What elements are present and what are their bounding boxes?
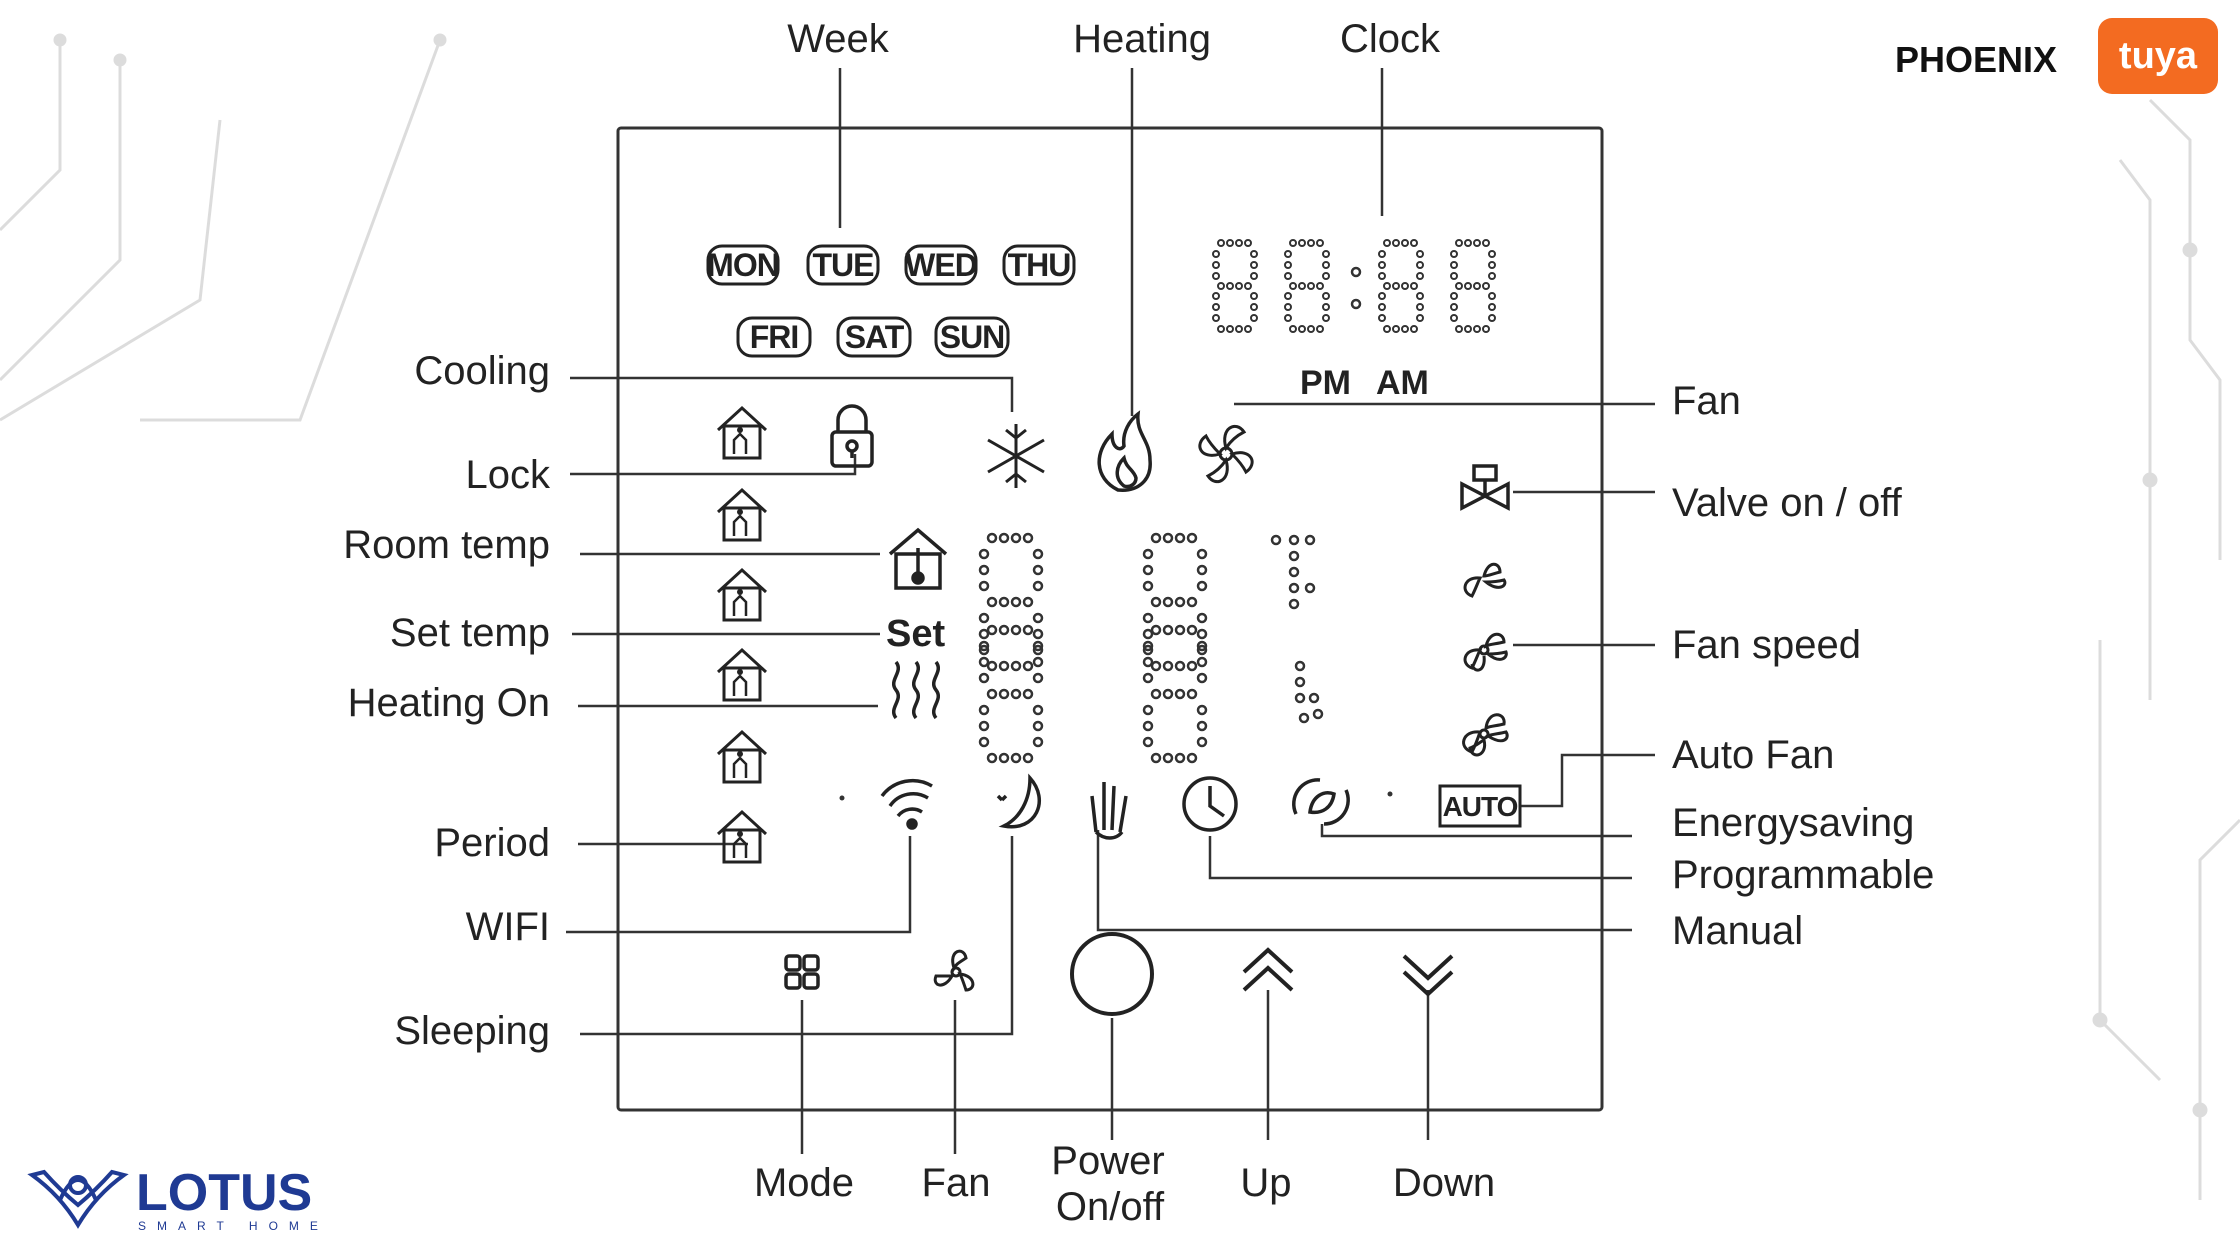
label-manual: Manual [1672,909,1803,953]
label-period: Period [434,821,550,865]
svg-text:SMART HOME: SMART HOME [138,1219,329,1233]
clock-icon [1182,776,1238,832]
label-down: Down [1393,1161,1495,1205]
svg-text:AUTO: AUTO [1443,791,1518,822]
svg-text:WED: WED [905,247,977,283]
power-button[interactable] [1070,932,1154,1016]
lock-icon [830,404,874,468]
pm-indicator: PM [1300,364,1351,402]
label-heating: Heating [1073,17,1211,61]
fan-speed-low-icon [1463,562,1507,598]
day-sun: SUN [934,316,1010,358]
svg-text:PHOENIX: PHOENIX [1895,39,2057,80]
auto-fan-indicator: AUTO [1438,784,1522,828]
label-week: Week [787,17,890,61]
fan-speed-mid-icon [1463,632,1508,672]
clock-display: PM AM [1212,239,1496,402]
day-wed: WED [904,244,978,286]
label-lock: Lock [466,453,551,497]
heating-on-icon [892,660,940,720]
down-button[interactable] [1402,954,1454,997]
hand-icon [1090,782,1128,840]
fan-icon [1198,425,1254,483]
mode-button[interactable] [784,954,820,990]
label-fan-button: Fan [922,1161,991,1205]
indicator-dot [1387,791,1393,797]
day-tue: TUE [806,244,880,286]
valve-icon [1460,464,1510,511]
period-2-icon [716,488,768,542]
label-fan: Fan [1672,379,1741,423]
up-button[interactable] [1242,947,1294,992]
svg-text:FRI: FRI [750,319,799,355]
week-days: MON TUE WED THU FRI SAT SUN [706,244,1076,358]
label-fan-speed: Fan speed [1672,623,1861,667]
day-sat: SAT [836,316,912,358]
set-indicator: Set [886,613,945,655]
label-heating-on: Heating On [348,681,550,725]
tuya-logo: tuya [2098,18,2218,94]
wifi-icon [880,778,933,830]
label-power-onoff: On/off [1056,1185,1165,1229]
label-power: Power [1051,1139,1164,1183]
label-mode: Mode [754,1161,854,1205]
moon-icon [996,773,1041,829]
callout-lines [566,68,1655,1154]
svg-text:SAT: SAT [845,319,905,355]
unit-indicators [1270,534,1324,724]
svg-text:MON: MON [707,247,779,283]
room-temp-display [978,532,1208,764]
label-wifi: WIFI [466,905,550,949]
svg-text:TUE: TUE [813,247,875,283]
period-1-icon [716,406,768,460]
day-thu: THU [1002,244,1076,286]
phoenix-logo: PHOENIX [1895,39,2057,80]
svg-text:LOTUS: LOTUS [136,1164,312,1222]
period-6-icon [716,810,768,864]
label-valve: Valve on / off [1672,481,1903,525]
snowflake-icon [987,424,1045,488]
fan-speed-high-icon [1462,713,1509,757]
svg-text:THU: THU [1008,247,1071,283]
label-room-temp: Room temp [343,523,550,567]
circuit-decoration [0,33,2240,1200]
lotus-logo: LOTUS SMART HOME [27,1164,329,1233]
period-5-icon [716,730,768,784]
fan-button[interactable] [933,949,975,992]
flame-icon [1097,410,1152,492]
room-temp-icon [888,527,948,590]
svg-text:tuya: tuya [2119,35,2198,77]
period-3-icon [716,568,768,622]
label-auto-fan: Auto Fan [1672,733,1834,777]
day-fri: FRI [736,316,812,358]
svg-text:SUN: SUN [940,319,1005,355]
indicator-dot [839,795,845,801]
label-energysaving: Energysaving [1672,801,1914,845]
leaf-icon [1292,778,1350,826]
label-set-temp: Set temp [390,611,550,655]
period-4-icon [716,648,768,702]
day-mon: MON [706,244,780,286]
label-cooling: Cooling [414,349,550,393]
label-clock: Clock [1340,17,1441,61]
label-sleeping: Sleeping [394,1009,550,1053]
label-up: Up [1240,1161,1291,1205]
label-programmable: Programmable [1672,853,1934,897]
thermostat-panel [616,126,1604,1112]
am-indicator: AM [1376,364,1429,402]
